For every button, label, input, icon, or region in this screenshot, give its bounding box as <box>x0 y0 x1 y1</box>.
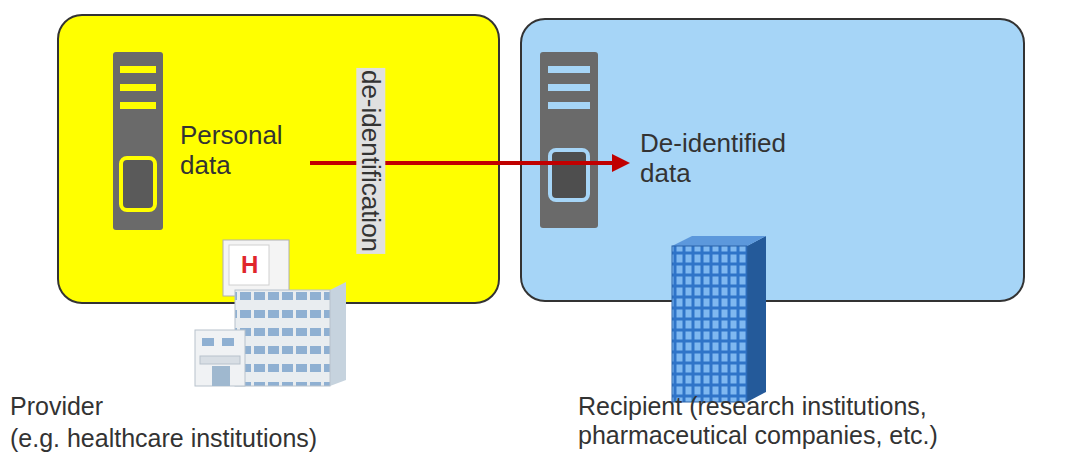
illustration-part <box>121 158 155 210</box>
region-label: Provider <box>10 392 103 421</box>
illustration-part <box>212 366 230 386</box>
region-shape <box>57 14 500 304</box>
database-label: De-identified data <box>640 129 790 189</box>
illustration-part <box>120 66 156 73</box>
illustration-part <box>672 246 747 402</box>
illustration-part <box>223 240 289 296</box>
illustration-part <box>120 84 156 91</box>
illustration-part <box>550 150 588 200</box>
illustration-part <box>548 84 590 91</box>
region-label: (e.g. healthcare institutions) <box>10 424 317 453</box>
region-outline <box>58 15 499 303</box>
illustration-part <box>113 52 163 230</box>
database-label: Personal data <box>180 121 300 181</box>
illustration-part <box>235 282 346 386</box>
region-outline <box>521 19 1024 301</box>
illustration-part <box>235 290 330 386</box>
region-label: Recipient (research institutions, pharma… <box>578 392 1068 450</box>
process-band: de-identification <box>355 30 387 292</box>
office-building <box>672 236 766 402</box>
region-box: Personal datade-identificationProvider(e… <box>57 14 500 304</box>
illustration-part <box>548 66 590 73</box>
band-outline <box>356 31 386 291</box>
illustration-part <box>229 245 269 285</box>
region-box: De-identified dataRecipient (research in… <box>520 18 1025 302</box>
illustration-part <box>548 102 590 109</box>
illustration-part <box>120 102 156 109</box>
arrow-line <box>310 161 614 165</box>
illustration-part <box>195 330 245 386</box>
server-icon <box>540 52 598 228</box>
band-label: de-identification <box>357 68 386 254</box>
illustration-part <box>200 356 240 364</box>
database-cylinder: De-identified data <box>630 90 800 215</box>
server-icon <box>113 52 163 230</box>
illustration-part <box>222 338 234 346</box>
region-shape <box>520 18 1025 302</box>
illustration-part <box>202 338 214 346</box>
database-cylinder: Personal data <box>170 85 310 205</box>
illustration-part <box>540 52 598 228</box>
illustration-part <box>747 236 766 402</box>
sign-letter: H <box>241 253 258 277</box>
